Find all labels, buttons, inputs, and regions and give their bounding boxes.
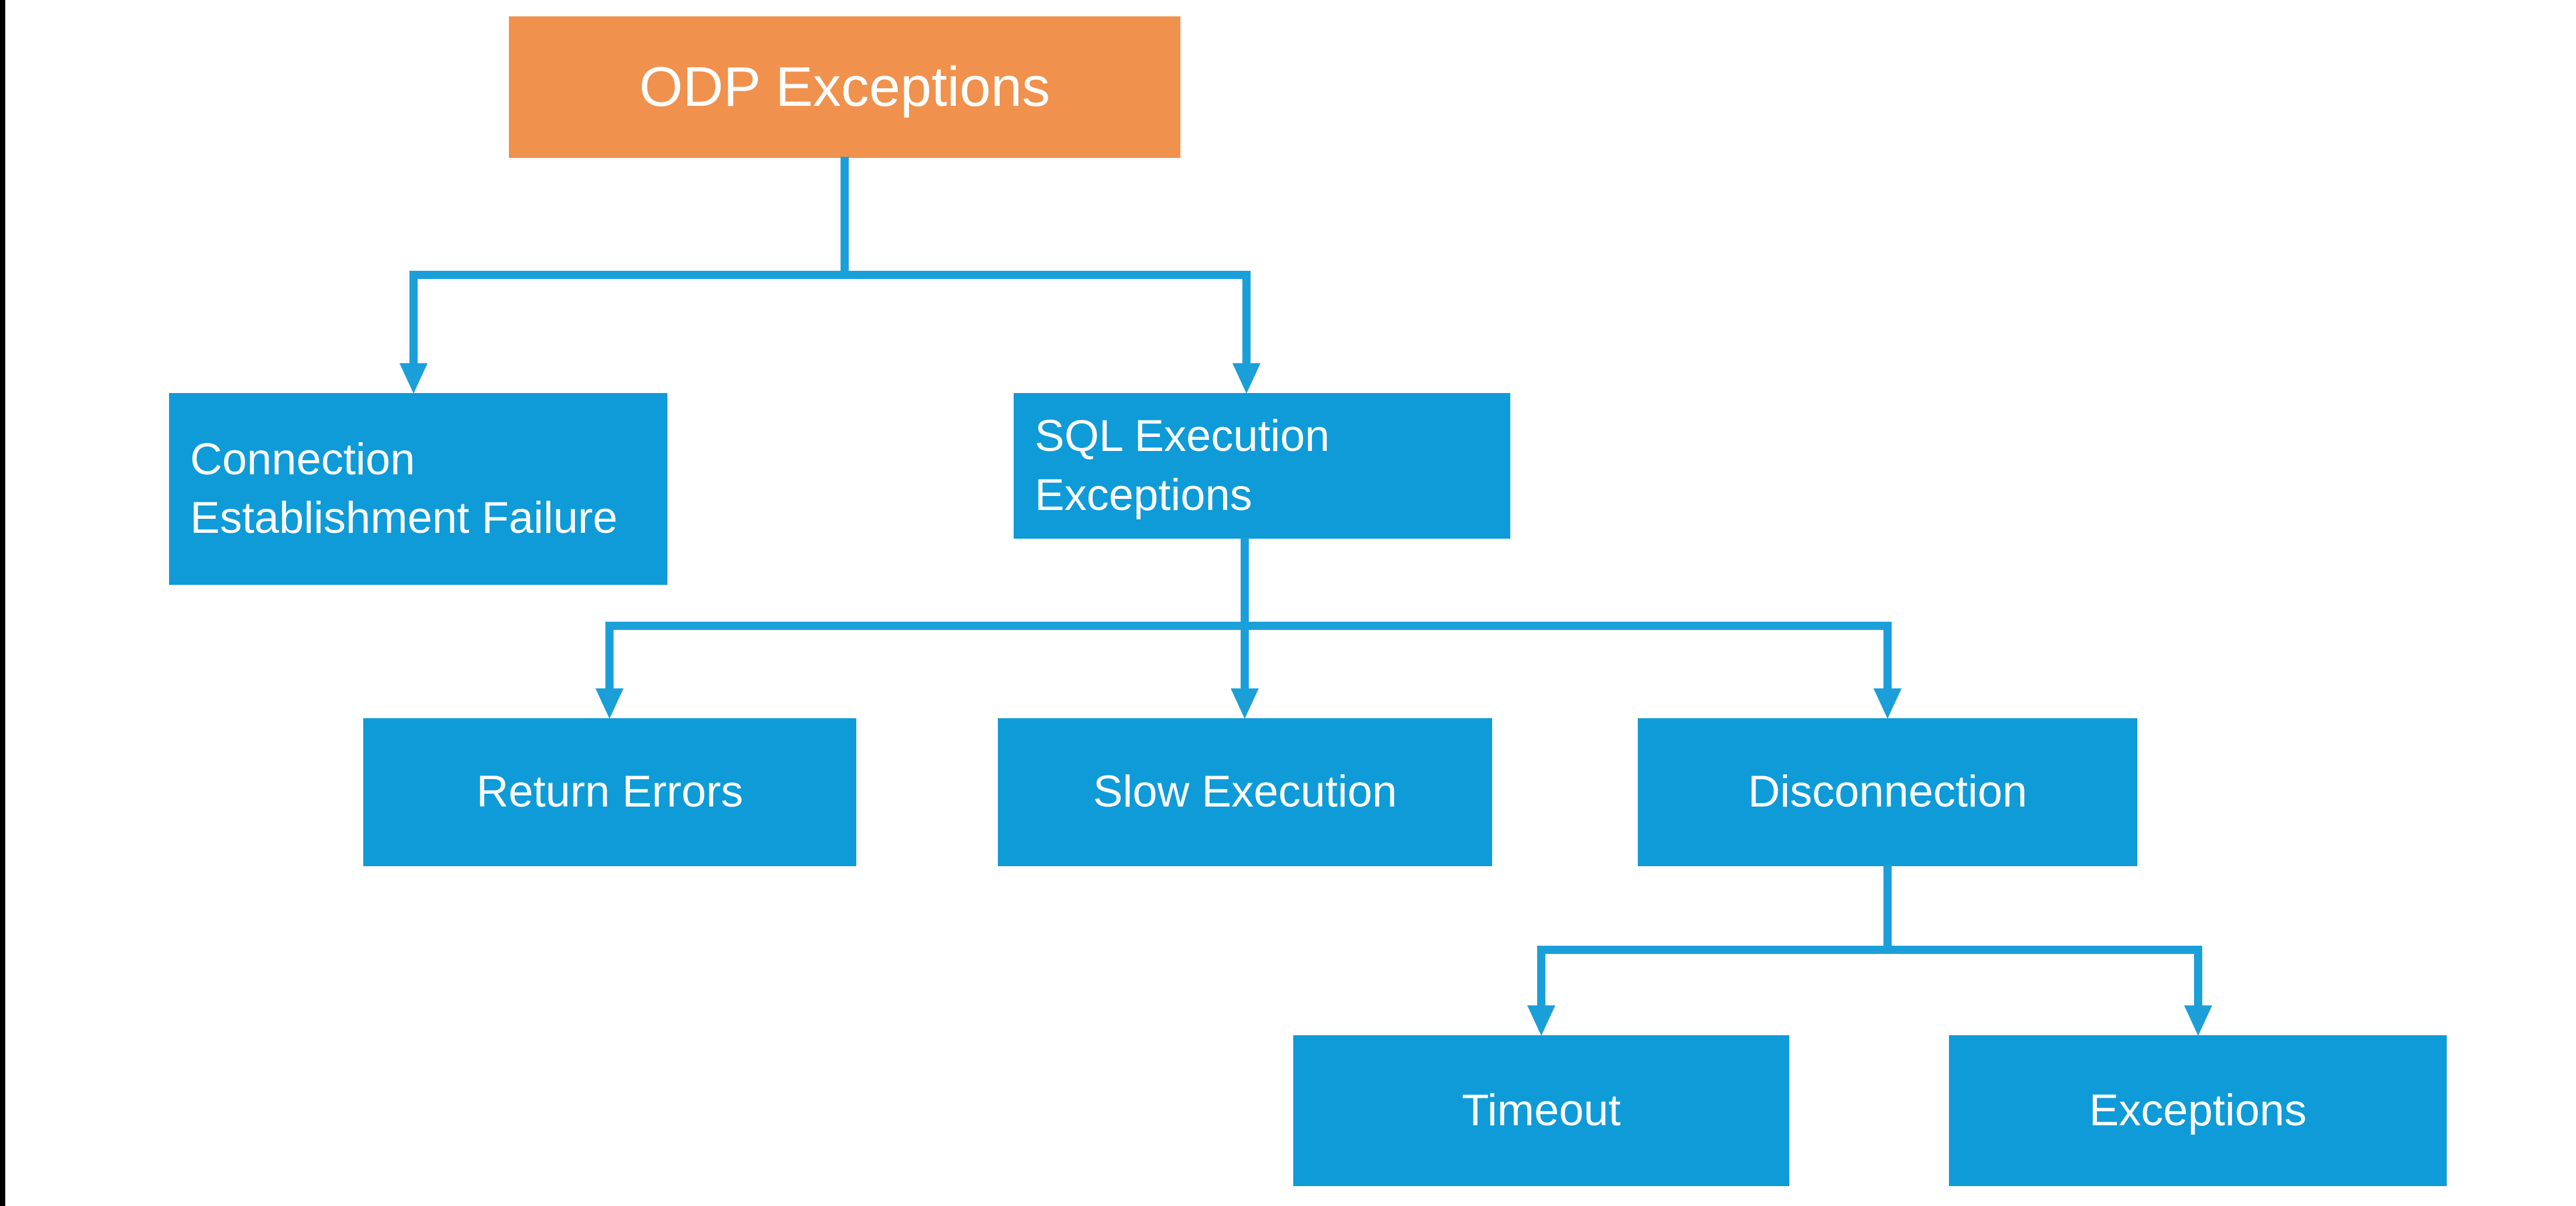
node-label: Timeout <box>1462 1085 1621 1135</box>
node-label: Connection Establishment Failure <box>190 434 618 543</box>
node-label: Slow Execution <box>1093 767 1397 817</box>
node-label: Disconnection <box>1748 767 2027 817</box>
node-label: ODP Exceptions <box>639 55 1051 118</box>
arrow-head <box>1231 688 1259 719</box>
connector-line <box>1537 946 2202 954</box>
connector-line <box>841 157 849 275</box>
connector-line <box>409 271 1251 279</box>
node-return-errors: Return Errors <box>363 718 856 866</box>
connector-line <box>1883 622 1892 692</box>
node-slow-execution: Slow Execution <box>998 718 1492 866</box>
screen-edge-bar <box>0 0 5 1206</box>
node-timeout: Timeout <box>1293 1035 1789 1186</box>
arrow-head <box>2184 1005 2212 1036</box>
connector-line <box>2194 946 2202 1009</box>
arrow-head <box>595 688 624 719</box>
connector-line <box>605 622 614 692</box>
connector-line <box>1241 537 1249 630</box>
node-sql-execution-exceptions: SQL Execution Exceptions <box>1014 393 1510 539</box>
arrow-head <box>1232 363 1261 394</box>
connector-line <box>1537 946 1545 1009</box>
connector-line <box>1883 865 1892 954</box>
arrow-head <box>1874 688 1902 719</box>
node-label: SQL Execution Exceptions <box>1035 411 1330 520</box>
connector-line <box>409 271 418 366</box>
node-odp-exceptions: ODP Exceptions <box>509 16 1180 158</box>
node-connection-establishment-failure: Connection Establishment Failure <box>169 393 667 585</box>
node-label: Exceptions <box>2089 1085 2307 1135</box>
arrow-head <box>1527 1005 1555 1036</box>
node-disconnection: Disconnection <box>1638 718 2137 866</box>
connector-line <box>1242 271 1251 366</box>
arrow-head <box>400 363 428 394</box>
node-exceptions: Exceptions <box>1949 1035 2447 1186</box>
node-label: Return Errors <box>476 767 743 817</box>
connector-line <box>1241 622 1249 692</box>
